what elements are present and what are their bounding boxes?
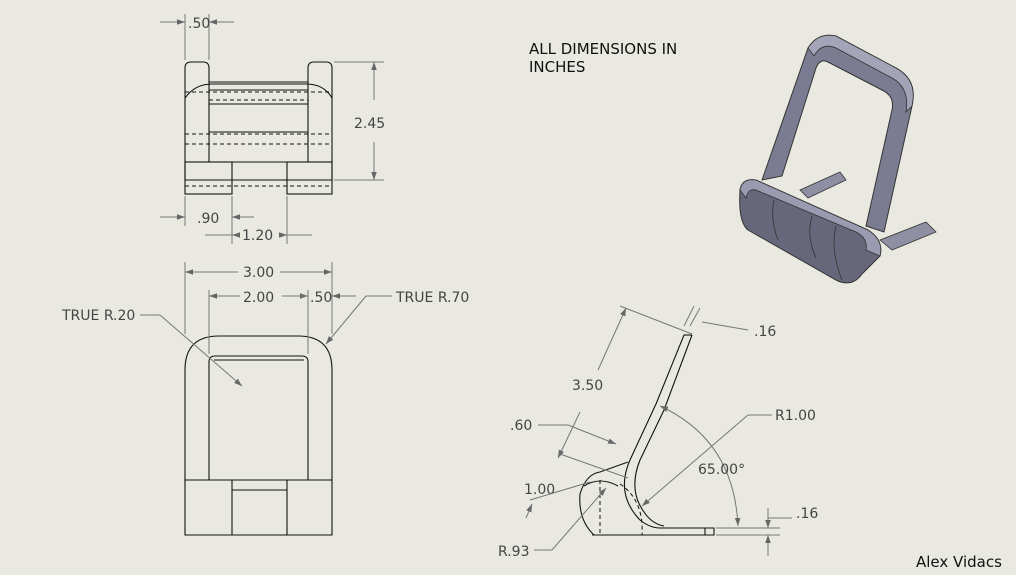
units-note-line2: INCHES [529, 58, 585, 76]
front-view: 3.00 2.00 .50 TRUE R.20 TRUE R.70 [61, 262, 469, 536]
overall-width-dim: 3.00 [243, 265, 274, 281]
center-width-dim: 1.20 [242, 228, 273, 244]
tab-width-dim: .50 [188, 16, 210, 32]
author-name: Alex Vidacs [916, 553, 1002, 571]
side-view: .16 3.50 .60 R1.00 65.00° 1.00 .16 R.93 [498, 305, 818, 560]
angle-dim: 65.00° [698, 462, 745, 478]
thickness-bottom-dim: .16 [796, 506, 818, 522]
thickness-top-dim: .16 [754, 324, 776, 340]
units-note-line1: ALL DIMENSIONS IN [529, 40, 677, 58]
inner-radius-label: TRUE R.20 [61, 308, 135, 324]
outer-radius-label: TRUE R.70 [395, 290, 469, 306]
top-view: .50 2.45 .90 1.20 [160, 14, 385, 244]
inner-width-dim: 2.00 [243, 290, 274, 306]
height-dim: 2.45 [354, 116, 385, 132]
isometric-view [739, 34, 937, 284]
base-height-dim: 1.00 [524, 482, 555, 498]
lip-dim: .60 [510, 418, 532, 434]
foot-width-dim: .90 [197, 211, 219, 227]
bend-radius-label: R1.00 [775, 408, 816, 424]
small-radius-label: R.93 [498, 544, 530, 560]
side-width-dim: .50 [310, 290, 332, 306]
back-length-dim: 3.50 [572, 378, 603, 394]
